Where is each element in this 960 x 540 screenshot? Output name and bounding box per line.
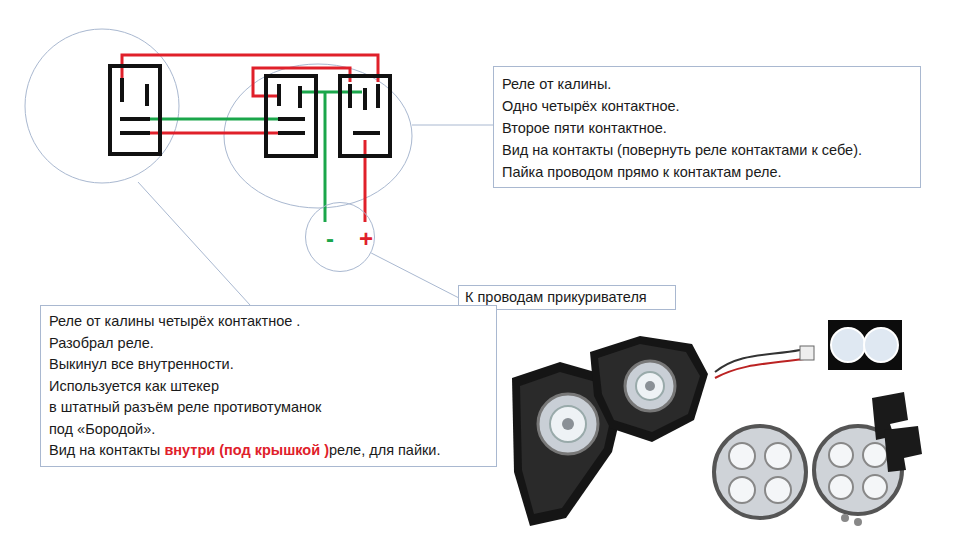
note-text: реле, для пайки. <box>329 442 441 458</box>
green-wire <box>300 91 362 94</box>
leader-connector <box>371 253 458 298</box>
note-text: Вид на контакты (повернуть реле контакта… <box>502 139 912 161</box>
relay-circle <box>25 29 179 183</box>
note-text: под «Бородой». <box>49 419 488 441</box>
minus-sign: - <box>318 227 342 251</box>
note-text: Пайка проводом прямо к контактам реле. <box>502 161 912 183</box>
relay-symbol <box>110 66 160 154</box>
note-text: Реле от калины четырёх контактное . <box>49 311 488 333</box>
note-text: в штатный разъём реле противотуманок <box>49 397 488 419</box>
inset-photo <box>828 320 902 370</box>
note-text: Разобрал реле. <box>49 333 488 355</box>
fog-light-photo <box>512 336 708 526</box>
leader-line <box>412 125 493 126</box>
note-text: Вид на контакты <box>49 442 160 458</box>
relay-symbol <box>340 76 390 156</box>
connector-line <box>371 253 458 298</box>
note-text: Реле от калины. <box>502 73 912 95</box>
note-text: Выкинул все внутренности. <box>49 354 488 376</box>
led-light-photo <box>714 346 922 526</box>
leader-line <box>138 182 250 305</box>
text-line: Вид на контактывнутри (под крышкой )реле… <box>49 440 488 462</box>
note-text: Второе пяти контактное. <box>502 117 912 139</box>
note-box: Реле от калины четырёх контактное .Разоб… <box>40 305 497 467</box>
red-wire <box>364 140 367 222</box>
note-text: К проводам прикуривателя <box>465 289 667 306</box>
note-box: Реле от калины.Одно четырёх контактное.В… <box>493 66 921 188</box>
relay-circle <box>224 64 412 208</box>
green-wire <box>324 92 327 222</box>
note-text: Одно четырёх контактное. <box>502 95 912 117</box>
plus-sign: + <box>354 227 378 251</box>
highlight-text: внутри (под крышкой ) <box>164 442 329 458</box>
note-text: Используется как штекер <box>49 376 488 398</box>
relay-symbol <box>266 76 316 156</box>
red-wire <box>150 132 282 135</box>
terminal-circle: -+ <box>305 202 375 272</box>
